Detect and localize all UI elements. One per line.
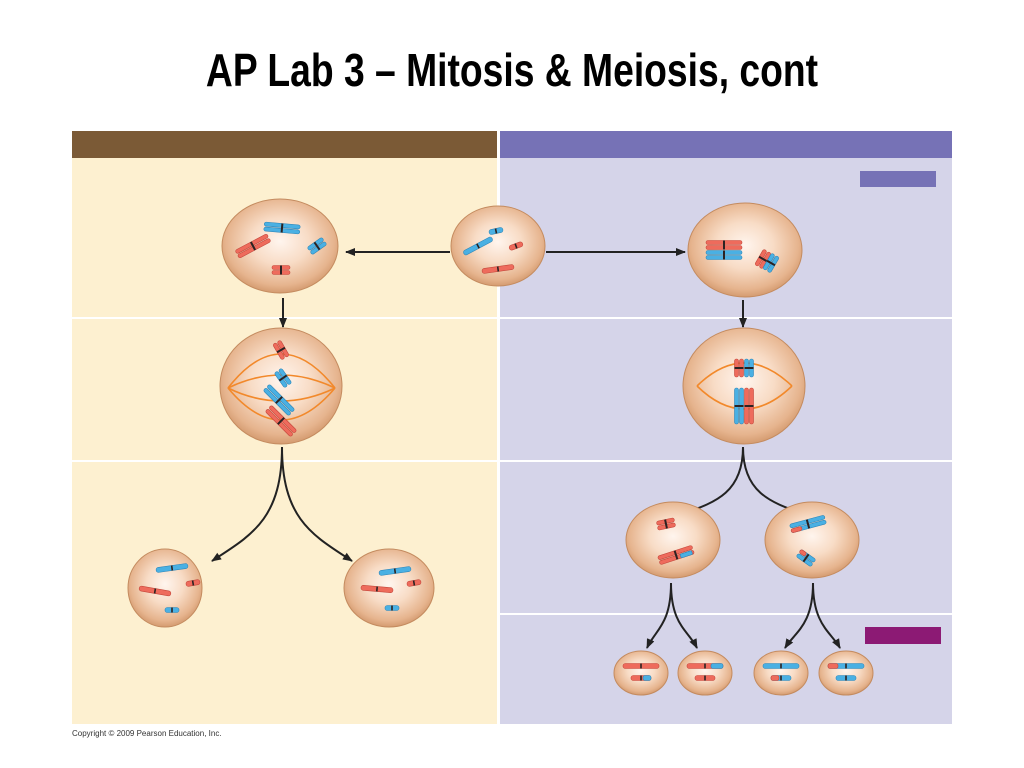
- meiosis-ii-cell: [625, 501, 721, 579]
- chromosome-recombinant-short: [770, 675, 792, 681]
- label-box-top: [860, 171, 936, 187]
- branch-arrow-mitosis-right: [281, 446, 353, 562]
- parent-cell: [450, 205, 546, 287]
- chromosome-recombinant-short: [796, 549, 816, 567]
- chromosome-recombinant-long: [686, 663, 724, 669]
- branch-arrow-mitosis-left: [211, 446, 283, 562]
- chromosome-recombinant-long: [827, 663, 865, 669]
- branch-arrow-meiosis-ii: [812, 582, 841, 649]
- chromosome-blue-short: [835, 675, 857, 681]
- mitosis-daughter-cell: [343, 548, 435, 628]
- meiosis-metaphase-i-cell: [682, 327, 806, 445]
- mitosis-metaphase-cell: [219, 327, 343, 445]
- gamete-cell: [677, 650, 733, 696]
- chromosome-red-long: [622, 663, 660, 669]
- mitosis-prophase-cell: [221, 198, 339, 294]
- gamete-cell: [613, 650, 669, 696]
- mitosis-daughter-cell: [127, 548, 203, 628]
- gamete-cell: [818, 650, 874, 696]
- branch-arrow-meiosis-ii: [670, 582, 698, 649]
- copyright-notice: Copyright © 2009 Pearson Education, Inc.: [72, 729, 222, 738]
- gamete-cell: [753, 650, 809, 696]
- chromosome-recombinant-long: [789, 515, 827, 533]
- chromosome-recombinant-long: [657, 545, 695, 565]
- meiosis-prophase-i-cell: [687, 202, 803, 298]
- meiosis-header-bar: [500, 131, 952, 158]
- chromosome-blue-short: [384, 605, 400, 611]
- chromosome-blue-long: [762, 663, 800, 669]
- chromosome-blue-short: [164, 607, 180, 613]
- chromosome-recombinant-short: [630, 675, 652, 681]
- mitosis-header-bar: [72, 131, 497, 158]
- slide-title: AP Lab 3 – Mitosis & Meiosis, cont: [205, 44, 819, 96]
- meiosis-ii-cell: [764, 501, 860, 579]
- label-box-bottom: [865, 627, 941, 644]
- chromosome-red-short: [694, 675, 716, 681]
